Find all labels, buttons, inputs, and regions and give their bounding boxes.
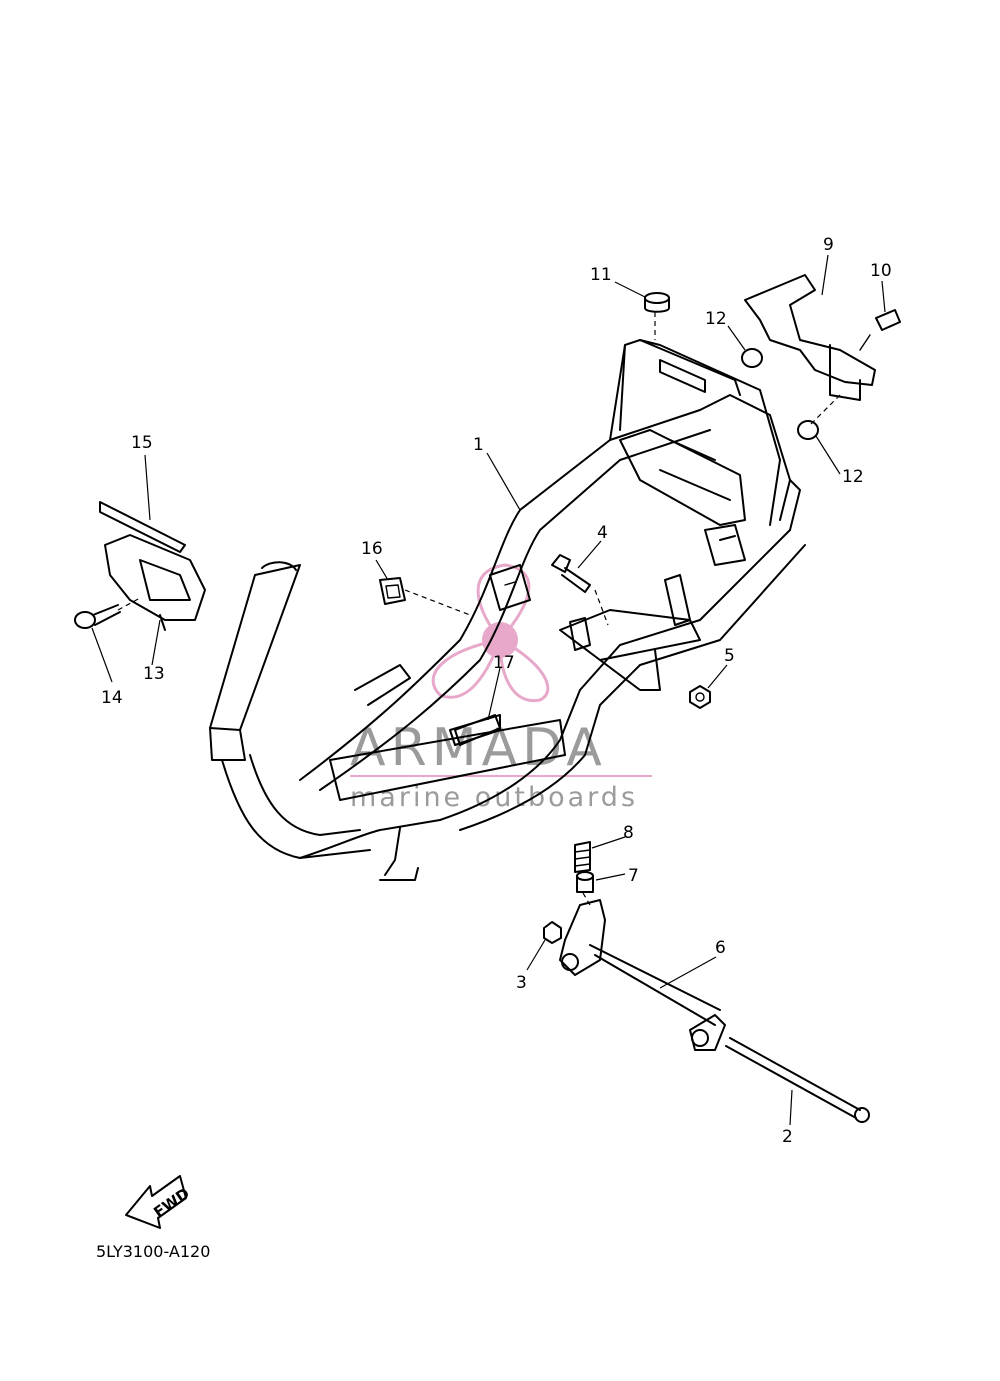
part-16-grommet [379,577,406,605]
assembly-lines [117,312,841,906]
callout-7: 7 [628,866,639,886]
callout-3: 3 [516,973,527,993]
callout-12-lower: 12 [842,467,864,487]
part-15-strip [99,501,186,553]
main-frame [209,339,806,881]
part-9-bracket [744,274,876,401]
callout-15: 15 [131,433,153,453]
callout-11: 11 [590,265,612,285]
part-12-cap-lower [797,420,819,440]
fwd-label: FWD [150,1184,192,1221]
callout-4: 4 [597,523,608,543]
callout-16: 16 [361,539,383,559]
fwd-arrow-icon: FWD [125,1175,193,1229]
part-7-bushing [576,871,594,893]
part-10-bolt [859,309,901,351]
part-12-cap-upper [741,348,763,368]
part-8-spring [574,841,591,873]
part-6-engine-bracket [559,899,726,1051]
part-11-collar [644,292,670,313]
part-14-bolt [74,604,121,629]
part-13-bracket [104,534,206,631]
callout-12-upper: 12 [705,309,727,329]
callout-13: 13 [143,664,165,684]
watermark-brand: ARMADA [350,718,607,778]
part-2-long-bolt [725,1037,870,1123]
part-4-bolt [551,554,591,593]
callout-5: 5 [724,646,735,666]
diagram-code: 5LY3100-A120 [96,1242,210,1261]
callout-6: 6 [715,938,726,958]
callout-10: 10 [870,261,892,281]
callout-2: 2 [782,1127,793,1147]
callout-9: 9 [823,235,834,255]
callout-1: 1 [473,435,484,455]
part-5-nut [689,685,711,709]
part-3-nut [543,921,562,944]
leader-lines [91,254,886,1126]
callout-14: 14 [101,688,123,708]
propeller-logo-icon [431,563,550,703]
callout-8: 8 [623,823,634,843]
callout-17: 17 [493,653,515,673]
part-17-block [454,714,501,746]
callouts: 1 2 3 4 5 6 7 8 9 10 11 12 12 13 14 15 1… [101,235,892,1147]
